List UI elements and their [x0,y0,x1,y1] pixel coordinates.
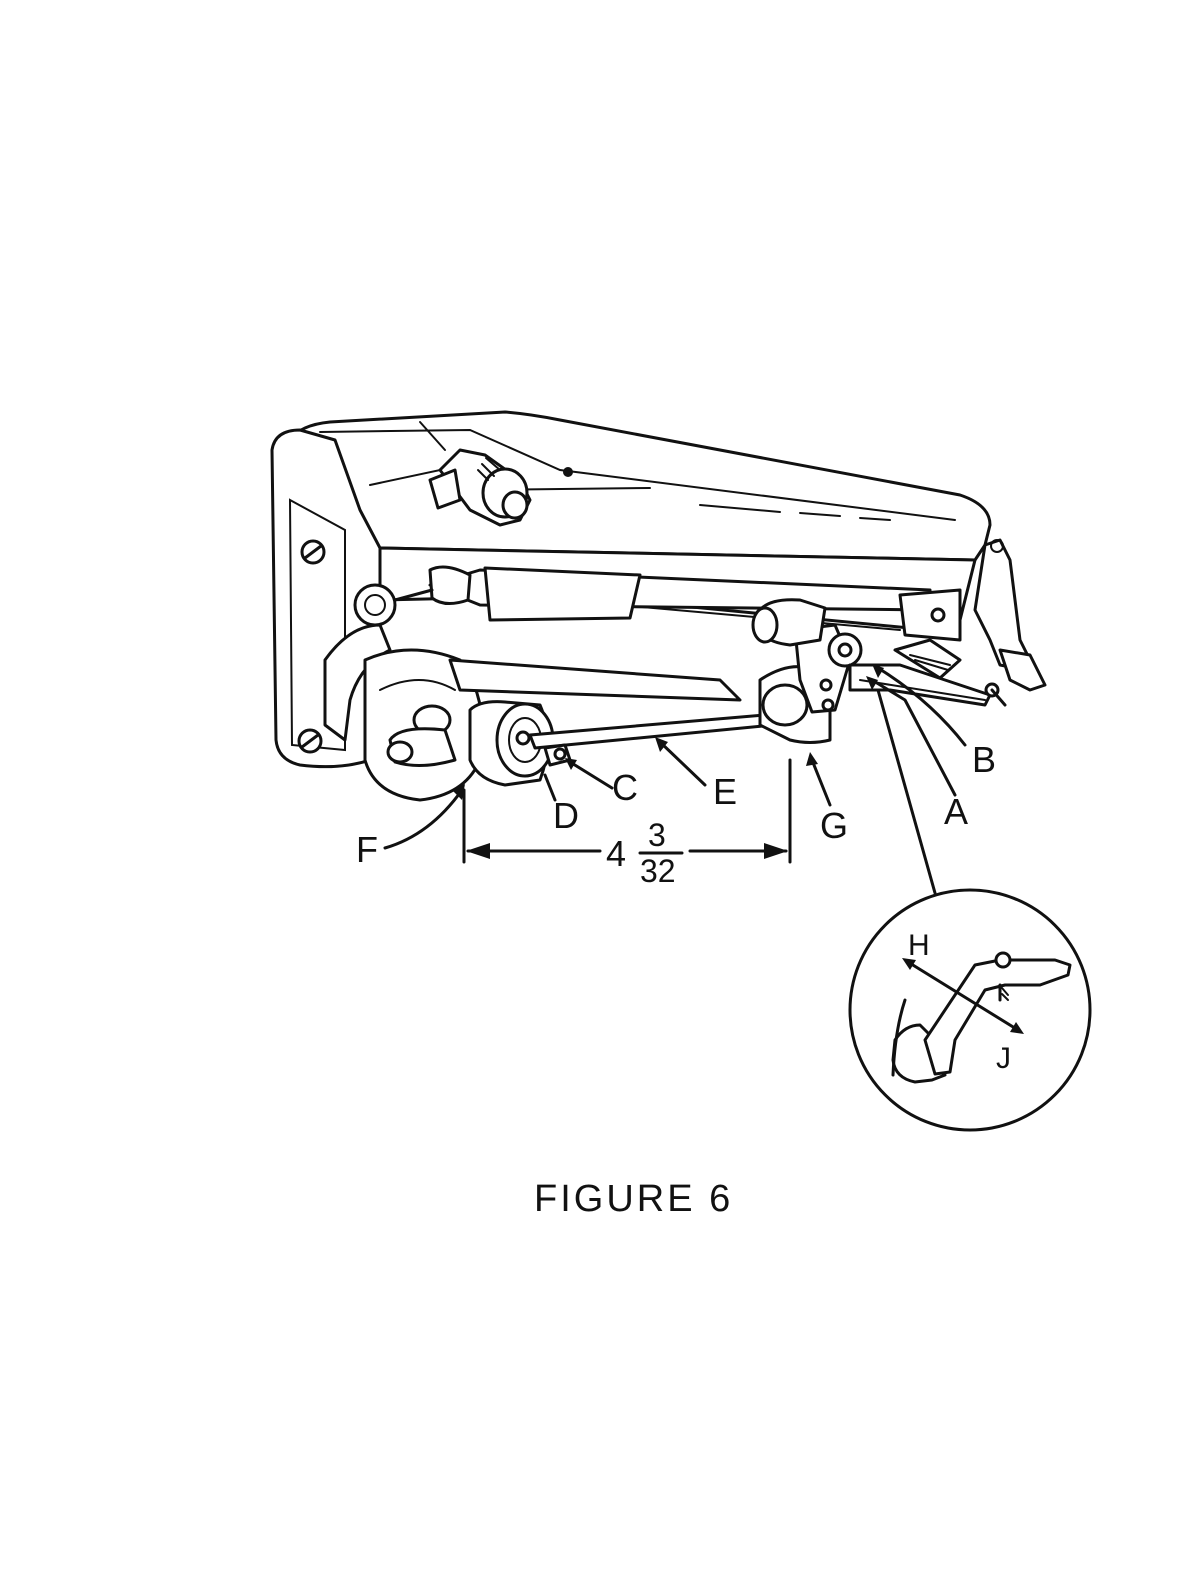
label-g: G [820,805,848,846]
figure-caption: FIGURE 6 [534,1178,733,1220]
label-e: E [713,771,737,812]
label-j: J [996,1042,1011,1075]
detail-inset [850,690,1090,1130]
label-d: D [553,795,579,836]
label-b: B [972,739,996,780]
dimension-denominator: 32 [640,853,676,889]
label-f: F [356,829,378,870]
label-h: H [908,929,930,962]
dimension-whole: 4 [606,833,626,874]
label-a: A [944,791,968,832]
label-c: C [612,767,638,808]
dimension-numerator: 3 [648,817,666,853]
